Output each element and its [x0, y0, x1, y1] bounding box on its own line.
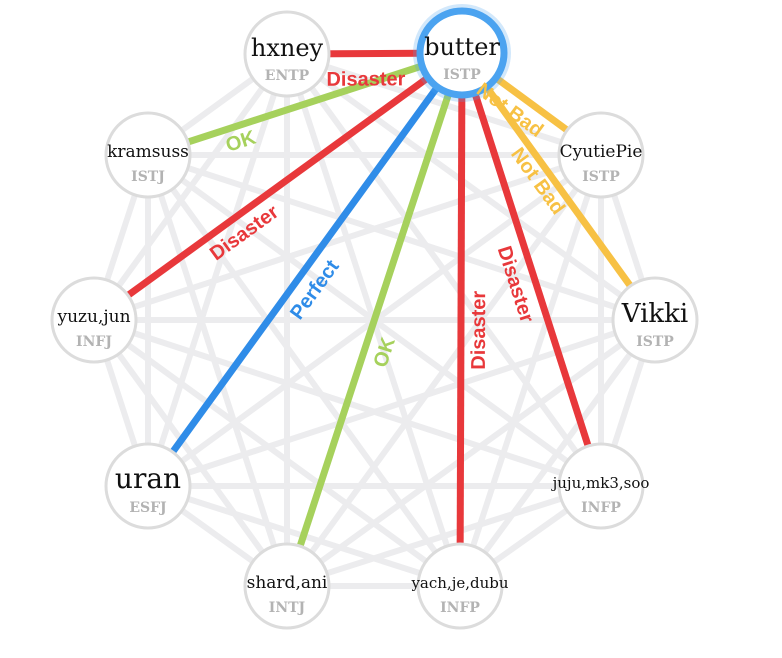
node-name: uran: [115, 462, 181, 495]
background-edge: [145, 152, 290, 589]
node-type: INFP: [440, 600, 480, 616]
edge-juju[interactable]: [458, 51, 605, 488]
node-name: shard,ani: [247, 573, 328, 593]
node-type: ISTP: [582, 169, 620, 185]
node-circle: [243, 10, 331, 98]
node-type: INTJ: [269, 600, 306, 616]
edge-vikki[interactable]: [459, 50, 658, 323]
node-circle: [104, 111, 192, 199]
node-type: ESFJ: [129, 500, 167, 516]
node-circle: [104, 442, 192, 530]
background-edge: [457, 317, 658, 589]
node-circle: [611, 276, 699, 364]
node-type: ISTJ: [131, 169, 165, 185]
edge-shard[interactable]: [283, 51, 466, 588]
background-edge: [145, 317, 658, 489]
node-name: hxney: [251, 34, 324, 62]
node-type: ENTP: [265, 68, 310, 84]
edge-label-yach: Disaster: [468, 291, 490, 370]
node-type: INFP: [581, 500, 621, 516]
background-edge: [145, 51, 290, 489]
background-edge: [91, 152, 604, 323]
node-circle: [50, 276, 138, 364]
node-type: INFJ: [76, 334, 112, 350]
node-circle: [557, 111, 645, 199]
edge-label-hxney: Disaster: [326, 68, 405, 90]
node-name: Vikki: [621, 299, 688, 329]
edge-uran[interactable]: [145, 50, 465, 489]
background-edge: [284, 483, 604, 589]
node-circle: [557, 442, 645, 530]
background-edge: [284, 152, 604, 589]
node-type: ISTP: [636, 334, 674, 350]
node-name: kramsuss: [107, 142, 189, 162]
node-circle: [243, 542, 331, 630]
person-nodes: butterISTPhxneyENTPkramsussISTJyuzu,junI…: [50, 4, 699, 630]
node-circle: [416, 542, 504, 630]
node-name: yach,je,dubu: [410, 574, 508, 592]
node-name: CyutiePie: [560, 142, 643, 162]
node-name: butter: [424, 33, 500, 61]
background-edge: [457, 152, 604, 589]
selected-node-glow: [413, 4, 511, 102]
compatibility-edges: [91, 49, 658, 588]
node-name: juju,mk3,soo: [551, 474, 650, 492]
edge-label-shard: OK: [370, 334, 400, 370]
edge-yach[interactable]: [456, 52, 466, 587]
edge-yuzu[interactable]: [91, 50, 465, 323]
edge-kramsuss[interactable]: [146, 49, 464, 159]
background-edge: [91, 317, 463, 589]
background-edge: [284, 317, 658, 589]
node-type: ISTP: [443, 67, 481, 83]
node-name: yuzu,jun: [56, 307, 130, 327]
selected-node-ring: [416, 7, 508, 99]
background-edge: [284, 51, 658, 323]
